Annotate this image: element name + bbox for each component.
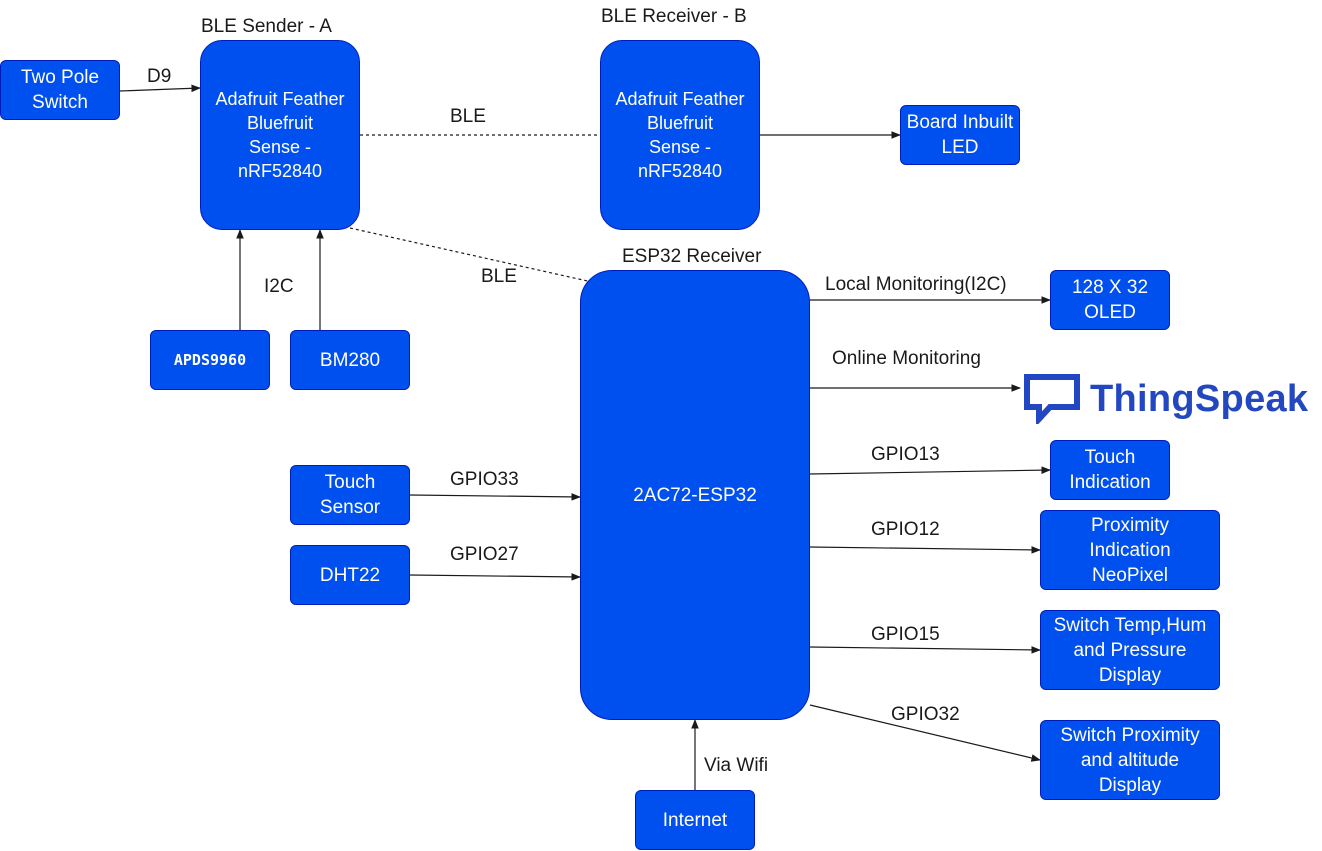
node-esp32: 2AC72-ESP32	[580, 270, 810, 720]
edge-touch-to-esp	[409, 493, 581, 501]
edge-esp-to-switch-temp	[809, 646, 1041, 654]
node-dht22: DHT22	[290, 545, 410, 605]
thingspeak-logo: ThingSpeak	[1024, 374, 1308, 424]
node-bm280: BM280	[290, 330, 410, 390]
title-esp32-receiver: ESP32 Receiver	[622, 246, 762, 267]
label-via-wifi: Via Wifi	[704, 755, 769, 776]
label-gpio27: GPIO27	[450, 544, 519, 565]
node-apds9960: APDS9960	[150, 330, 270, 390]
thingspeak-logo-text: ThingSpeak	[1090, 377, 1309, 420]
node-touch-indication: Touch Indication	[1050, 440, 1170, 500]
label-gpio32: GPIO32	[891, 704, 960, 725]
label-d9: D9	[147, 66, 172, 87]
node-two-pole-switch: Two Pole Switch	[0, 60, 120, 120]
edge-switch-to-sender	[119, 84, 201, 93]
label-ble-diagonal: BLE	[481, 266, 517, 287]
edge-esp-to-touch-indication	[809, 466, 1051, 475]
node-touch-sensor: Touch Sensor	[290, 465, 410, 525]
node-switch-temp-display: Switch Temp,Hum and Pressure Display	[1040, 610, 1220, 690]
title-ble-sender: BLE Sender - A	[201, 16, 332, 37]
label-gpio15: GPIO15	[871, 624, 940, 645]
node-proximity-indication: Proximity Indication NeoPixel	[1040, 510, 1220, 590]
node-internet: Internet	[635, 790, 755, 850]
label-local-monitoring: Local Monitoring(I2C)	[825, 274, 1007, 295]
edge-dht-to-esp	[409, 573, 581, 581]
node-oled: 128 X 32 OLED	[1050, 270, 1170, 330]
node-ble-sender-board: Adafruit Feather Bluefruit Sense - nRF52…	[200, 40, 360, 230]
edge-esp-to-proximity-indication	[809, 546, 1041, 554]
label-gpio13: GPIO13	[871, 444, 940, 465]
node-board-inbuilt-led: Board Inbuilt LED	[900, 105, 1020, 165]
title-ble-receiver: BLE Receiver - B	[601, 6, 747, 27]
label-gpio33: GPIO33	[450, 469, 519, 490]
node-switch-proximity-display: Switch Proximity and altitude Display	[1040, 720, 1220, 800]
label-gpio12: GPIO12	[871, 519, 940, 540]
label-ble-top: BLE	[450, 106, 486, 127]
speech-bubble-icon	[1024, 374, 1080, 424]
label-online-monitoring: Online Monitoring	[832, 348, 981, 369]
label-i2c: I2C	[264, 276, 294, 297]
node-ble-receiver-board: Adafruit Feather Bluefruit Sense - nRF52…	[600, 40, 760, 230]
edge-ble-sender-esp	[349, 227, 593, 283]
